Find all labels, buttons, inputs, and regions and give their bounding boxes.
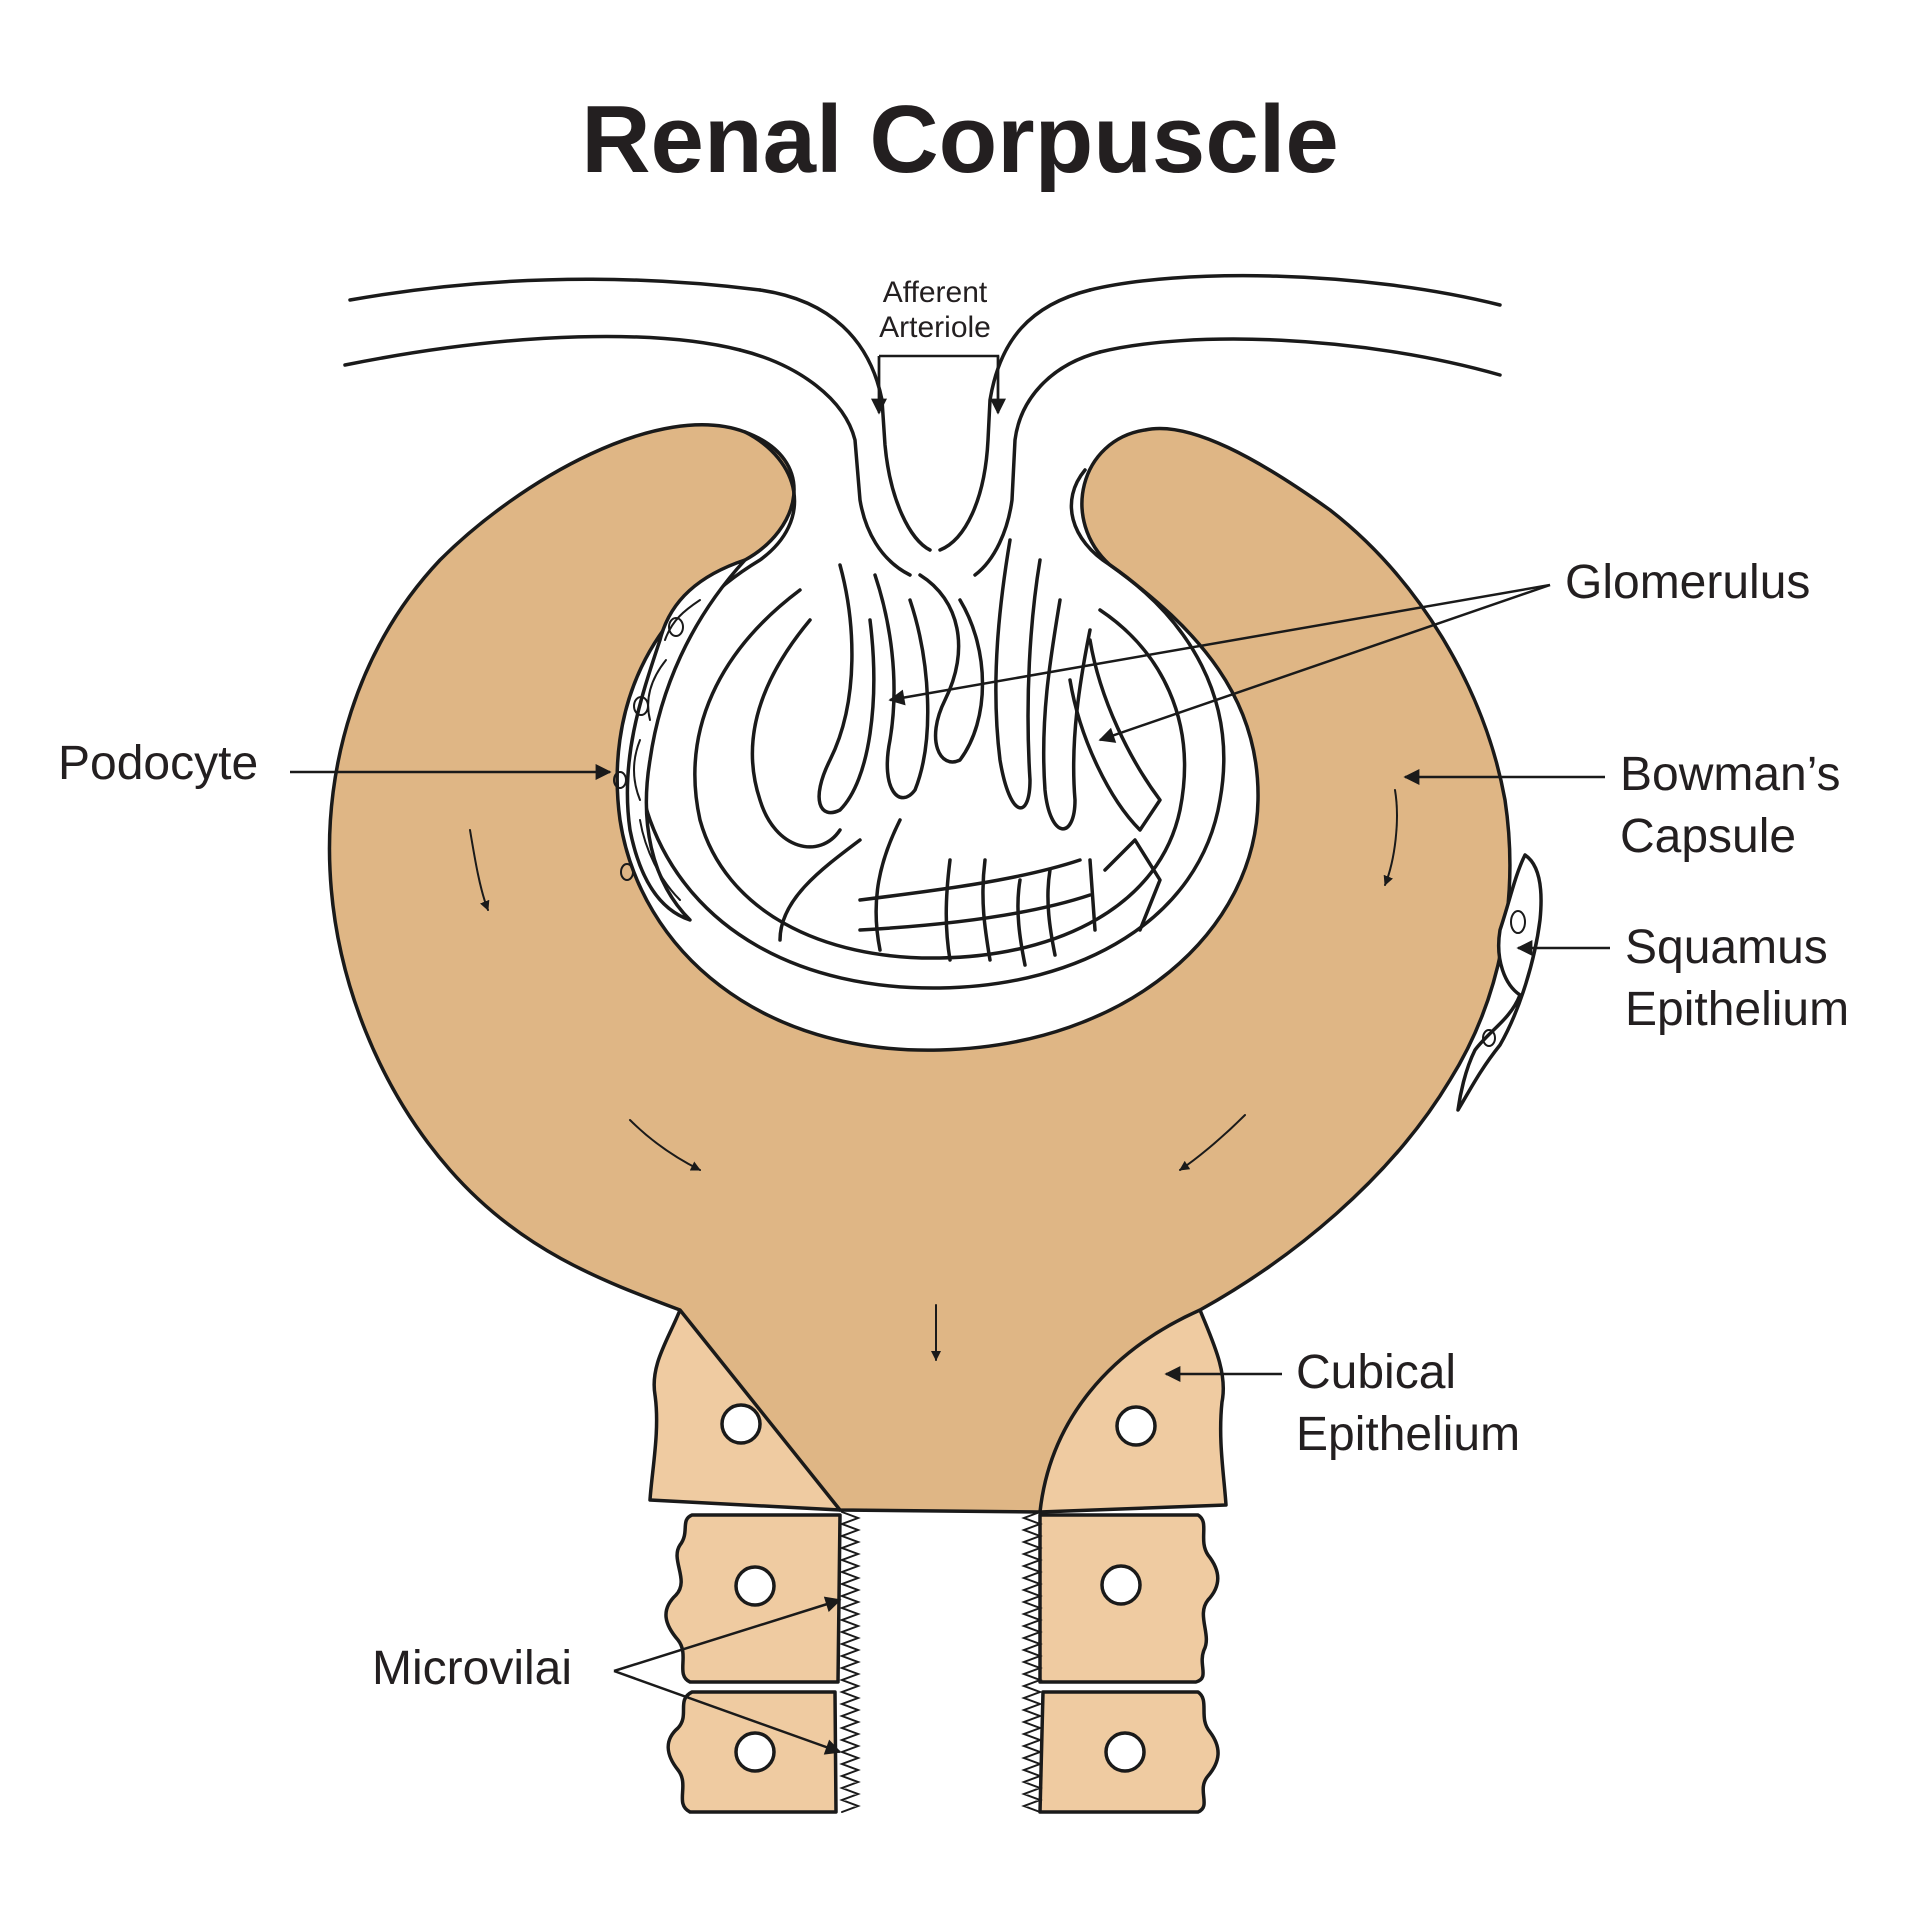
squamus-epithelium-cells xyxy=(1456,853,1543,1112)
podocyte-cells xyxy=(613,558,747,922)
glomerulus-label: Glomerulus xyxy=(1565,556,1810,609)
cubical-epithelium-label-line1: Cubical xyxy=(1296,1346,1456,1399)
bowmans-capsule-label-line1: Bowman’s xyxy=(1620,748,1841,801)
afferent-arteriole xyxy=(343,273,1502,377)
afferent-arteriole-label-line2: Arteriole xyxy=(879,311,991,344)
squamus-epithelium-label-line2: Epithelium xyxy=(1625,983,1849,1036)
squamus-epithelium-label-line1: Squamus xyxy=(1625,921,1828,974)
podocyte-label: Podocyte xyxy=(58,737,258,790)
bowmans-capsule-label-line2: Capsule xyxy=(1620,810,1796,863)
afferent-arteriole-bracket xyxy=(871,354,1006,415)
microvilli xyxy=(839,1511,1043,1813)
microvilai-label: Microvilai xyxy=(372,1642,572,1695)
cubical-cell-nuclei xyxy=(720,1403,1157,1773)
afferent-arteriole-label-line1: Afferent xyxy=(883,276,988,309)
filtrate-flow-arrows xyxy=(469,789,1398,1361)
cubical-epithelium-label-line2: Epithelium xyxy=(1296,1408,1520,1461)
leader-lines xyxy=(290,583,1610,1755)
page-title: Renal Corpuscle xyxy=(581,86,1339,193)
bowmans-capsule xyxy=(327,423,1512,1514)
